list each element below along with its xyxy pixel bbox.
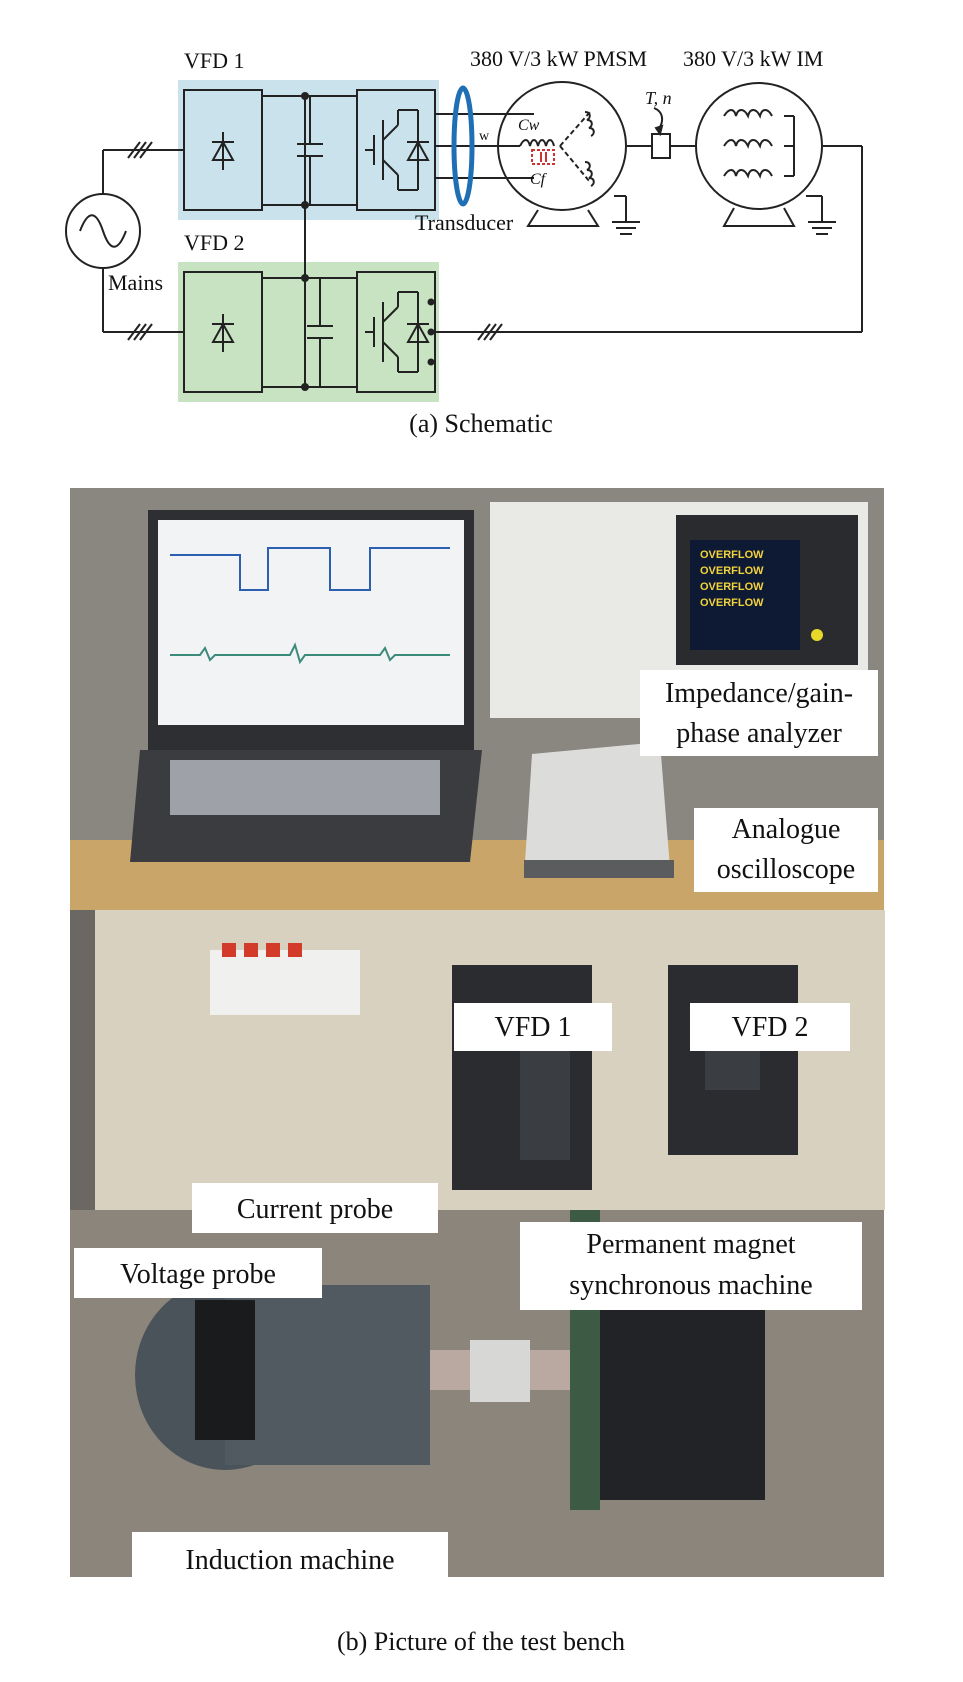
- oscilloscope-icon: [524, 742, 674, 878]
- transducer-label: Transducer: [415, 210, 514, 235]
- induction-machine-label-bg: [132, 1532, 448, 1586]
- voltage-probe-label-bg: [74, 1248, 322, 1298]
- vfd1-inverter-block: [356, 89, 436, 211]
- current-probe-label-bg: [192, 1183, 438, 1233]
- analyzer-screen-line-2: OVERFLOW: [700, 565, 764, 577]
- vfd2-label: VFD 2: [184, 230, 245, 255]
- vfd2-photo-label-bg: [690, 1003, 850, 1051]
- analyzer-screen-line-3: OVERFLOW: [700, 581, 764, 593]
- im-icon: [695, 82, 836, 235]
- induction-machine-label: Induction machine: [185, 1545, 394, 1576]
- torque-speed-label: T, n: [645, 88, 672, 108]
- vfd1-output-lines: [435, 113, 534, 179]
- laptop-icon: [130, 510, 482, 862]
- impedance-label-line-1: Impedance/gain-: [665, 678, 853, 709]
- pmsm-label: 380 V/3 kW PMSM: [470, 46, 647, 71]
- oscilloscope-label-line-2: oscilloscope: [717, 854, 855, 885]
- voltage-probe-label: Voltage probe: [120, 1259, 276, 1290]
- im-label: 380 V/3 kW IM: [683, 46, 823, 71]
- induction-machine-icon: [135, 1280, 430, 1470]
- oscilloscope-label-line-1: Analogue: [732, 814, 841, 845]
- photo-caption: (b) Picture of the test bench: [337, 1627, 625, 1656]
- pmsm-photo-label-line-2: synchronous machine: [569, 1270, 812, 1301]
- cf-label: Cf: [530, 171, 548, 188]
- vfd1-shade: [178, 80, 439, 220]
- transducer-icon: [451, 85, 475, 207]
- impedance-label-bg: [640, 670, 878, 756]
- vfd1-device-icon: [452, 965, 592, 1190]
- test-bench-photo: OVERFLOW OVERFLOW OVERFLOW OVERFLOW: [70, 488, 885, 1586]
- im-to-vfd2-lines: [435, 145, 863, 341]
- oscilloscope-label-bg: [694, 808, 878, 892]
- vfd2-device-icon: [668, 965, 798, 1155]
- pmsm-photo-label-line-1: Permanent magnet: [586, 1229, 795, 1260]
- vfd2-photo-label: VFD 2: [731, 1012, 808, 1043]
- coupling-icon: [626, 107, 696, 159]
- mains-label: Mains: [108, 270, 163, 295]
- pmsm-icon: [497, 81, 640, 235]
- analyzer-screen-line-4: OVERFLOW: [700, 597, 764, 609]
- schematic-caption: (a) Schematic: [409, 409, 553, 438]
- vfd2-shade: [178, 262, 439, 402]
- analyzer-screen-line-1: OVERFLOW: [700, 549, 764, 561]
- cw-label: Cw: [518, 117, 540, 134]
- mains-source-icon: [65, 141, 184, 341]
- schematic: VFD 1 VFD 2 Mains 380 V/3 kW PMSM 380 V/…: [65, 46, 863, 438]
- vfd1-photo-label: VFD 1: [494, 1012, 571, 1043]
- vfd1-label: VFD 1: [184, 48, 245, 73]
- impedance-label-line-2: phase analyzer: [676, 718, 842, 749]
- vfd1-photo-label-bg: [454, 1003, 612, 1051]
- w-label: w: [479, 129, 490, 144]
- circuit-breakers-icon: [210, 943, 360, 1015]
- pmsm-photo-label-bg: [520, 1222, 862, 1310]
- current-probe-label: Current probe: [237, 1194, 393, 1225]
- vfd2-dc-link: [262, 274, 357, 391]
